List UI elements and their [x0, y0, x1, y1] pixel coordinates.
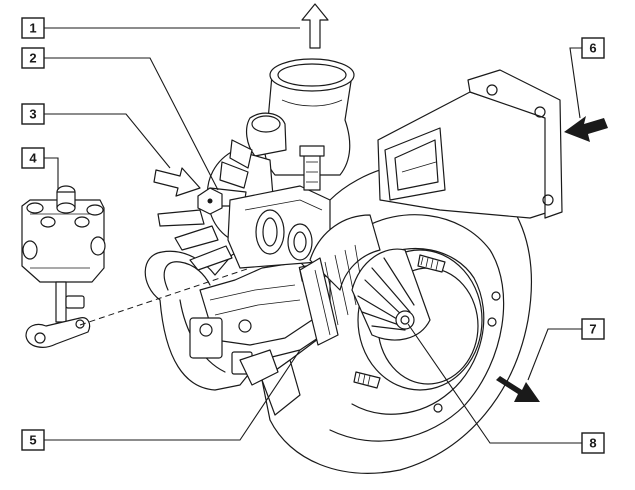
compressor-housing [144, 224, 341, 391]
callout-leaders [44, 27, 582, 444]
leader-6 [569, 47, 582, 119]
callout-5: 5 [21, 429, 45, 451]
leader-4 [44, 157, 59, 190]
leader-5 [44, 349, 301, 441]
leader-2 [44, 57, 219, 191]
callout-3: 3 [21, 103, 45, 125]
arrow-right-icon [153, 167, 201, 197]
callout-7: 7 [581, 318, 605, 340]
compressor-outlet-pipe [245, 58, 355, 176]
arrow-left-icon [564, 116, 608, 142]
wastegate-actuator [21, 185, 106, 348]
callout-label: 3 [29, 107, 36, 122]
leader-7 [527, 328, 582, 381]
callout-2: 2 [21, 47, 45, 69]
turbine-wheel [351, 248, 431, 341]
callout-6: 6 [581, 37, 605, 59]
callout-label: 4 [29, 151, 37, 166]
leader-8 [407, 323, 582, 444]
callout-label: 5 [29, 433, 36, 448]
callout-label: 6 [589, 41, 596, 56]
callout-8: 8 [581, 432, 605, 454]
callout-1: 1 [21, 17, 45, 39]
leader-3 [44, 113, 171, 169]
callout-label: 1 [29, 21, 36, 36]
variable-nozzle-vanes [299, 214, 381, 346]
callout-label: 8 [589, 436, 596, 451]
arrow-up-icon [301, 3, 329, 49]
callout-label: 2 [29, 51, 36, 66]
arrow-down-right-icon [496, 376, 540, 402]
callout-label: 7 [589, 322, 596, 337]
turbine-inlet-flange [377, 69, 563, 219]
callout-4: 4 [21, 147, 45, 169]
